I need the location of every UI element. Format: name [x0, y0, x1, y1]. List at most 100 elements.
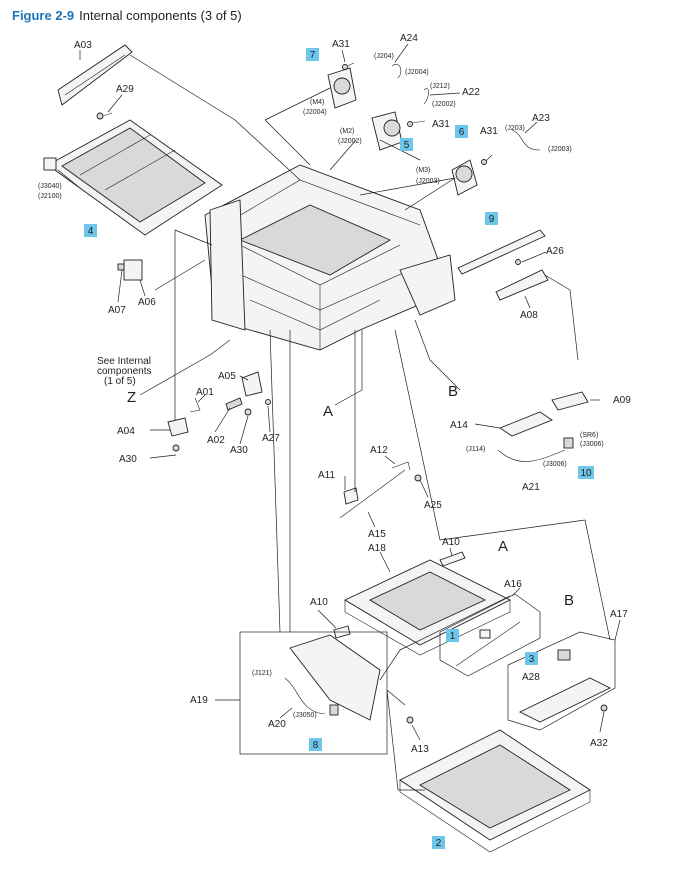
label-j2004-top: (J2004)	[405, 69, 429, 76]
callout-8: 8	[309, 738, 322, 751]
label-j2003-m3: (J2003)	[416, 178, 440, 185]
label-a28: A28	[522, 672, 540, 683]
label-a19: A19	[190, 695, 208, 706]
main-chassis	[204, 164, 456, 351]
label-a30-left: A30	[119, 454, 137, 465]
cable-a21	[497, 449, 566, 462]
part-a14	[499, 411, 553, 437]
callout-7: 7	[306, 48, 319, 61]
label-a03: A03	[74, 40, 92, 51]
label-j3040: (J3040)	[38, 183, 62, 190]
callout-6: 6	[455, 125, 468, 138]
callout-2: 2	[432, 836, 445, 849]
label-b-lower: B	[564, 592, 574, 609]
part-a12	[391, 461, 411, 471]
label-a31-right: A31	[480, 126, 498, 137]
label-a10-left: A10	[310, 597, 328, 608]
label-a26: A26	[546, 246, 564, 257]
label-j212: (J212)	[430, 83, 450, 90]
svg-text:7: 7	[310, 50, 316, 61]
svg-text:9: 9	[489, 214, 495, 225]
part-a10-top	[439, 551, 466, 567]
screw-a32	[600, 704, 608, 712]
part-a04	[167, 417, 189, 437]
label-a32: A32	[590, 738, 608, 749]
label-a13: A13	[411, 744, 429, 755]
label-a15: A15	[368, 529, 386, 540]
leader-lines	[57, 43, 621, 791]
callout-1: 1	[446, 629, 459, 642]
label-a31-mid: A31	[432, 119, 450, 130]
label-a-pointer: A	[323, 403, 333, 420]
part-a03	[57, 44, 133, 106]
screw-a30	[172, 408, 252, 452]
label-a12: A12	[370, 445, 388, 456]
label-a22: A22	[462, 87, 480, 98]
assembly-a18	[344, 559, 512, 656]
part-a11	[343, 487, 359, 505]
figure-title: Figure 2-9 Internal components (3 of 5)	[12, 8, 242, 23]
label-a27: A27	[262, 433, 280, 444]
label-a20: A20	[268, 719, 286, 730]
screw-a31-mid	[407, 120, 426, 127]
callout-3: 3	[525, 652, 538, 665]
label-a08: A08	[520, 310, 538, 321]
svg-text:10: 10	[580, 468, 592, 479]
svg-text:1: 1	[450, 631, 456, 642]
motor-m4	[327, 67, 357, 109]
svg-text:2: 2	[436, 838, 442, 849]
part-a09	[551, 391, 589, 411]
label-m3: (M3)	[416, 167, 430, 174]
figure-caption: Internal components (3 of 5)	[79, 8, 242, 23]
screw-a31-top	[342, 62, 355, 70]
screw-a25	[414, 474, 422, 482]
label-b-pointer: B	[448, 383, 458, 400]
svg-text:6: 6	[459, 127, 465, 138]
label-j114: (J114)	[466, 446, 485, 453]
label-j3006-right: (J3006)	[580, 441, 604, 448]
label-sr6: (SR6)	[580, 432, 598, 439]
label-j204: (J204)	[374, 53, 394, 60]
label-a14: A14	[450, 420, 468, 431]
screw-a29	[96, 112, 113, 120]
label-a-lower: A	[498, 538, 508, 555]
note-line-3: (1 of 5)	[104, 376, 136, 387]
label-j2004-m4: (J2004)	[303, 109, 327, 116]
screw-a31-right	[481, 154, 493, 165]
note-line-1: See Internal	[97, 356, 151, 367]
group-a17	[507, 631, 616, 731]
group-a19	[239, 631, 388, 755]
callout-4: 4	[84, 224, 97, 237]
label-a11: A11	[318, 470, 335, 481]
label-a05: A05	[218, 371, 236, 382]
label-a31-top: A31	[332, 39, 350, 50]
part-labels: A03 A29 (J3040) (J2100) A31 A24 (J204) (…	[38, 33, 631, 755]
label-a23: A23	[532, 113, 550, 124]
part-a07	[117, 263, 125, 271]
bracket-a08	[495, 269, 549, 301]
cable-a23	[511, 129, 541, 151]
callout-10: 10	[578, 466, 594, 479]
svg-text:8: 8	[313, 740, 319, 751]
label-a29: A29	[116, 84, 134, 95]
part-a05	[241, 371, 263, 397]
label-a30-mid: A30	[230, 445, 248, 456]
motor-m3	[451, 159, 478, 196]
svg-text:5: 5	[404, 140, 410, 151]
label-a18: A18	[368, 543, 386, 554]
label-a01: A01	[196, 387, 214, 398]
label-a02: A02	[207, 435, 225, 446]
cable-a24	[391, 64, 402, 79]
transfer-belt-assembly	[43, 119, 223, 236]
label-a16: A16	[504, 579, 522, 590]
note-line-2: components	[97, 366, 151, 377]
label-z: Z	[127, 389, 136, 406]
figure-number: Figure 2-9	[12, 8, 75, 23]
roller-callout-1	[455, 621, 521, 667]
motor-m2	[371, 111, 403, 151]
shaft-a15	[339, 469, 406, 519]
callout-9: 9	[485, 212, 498, 225]
bracket-callout-9	[457, 229, 546, 275]
label-a04: A04	[117, 426, 135, 437]
group-a16	[439, 593, 541, 677]
